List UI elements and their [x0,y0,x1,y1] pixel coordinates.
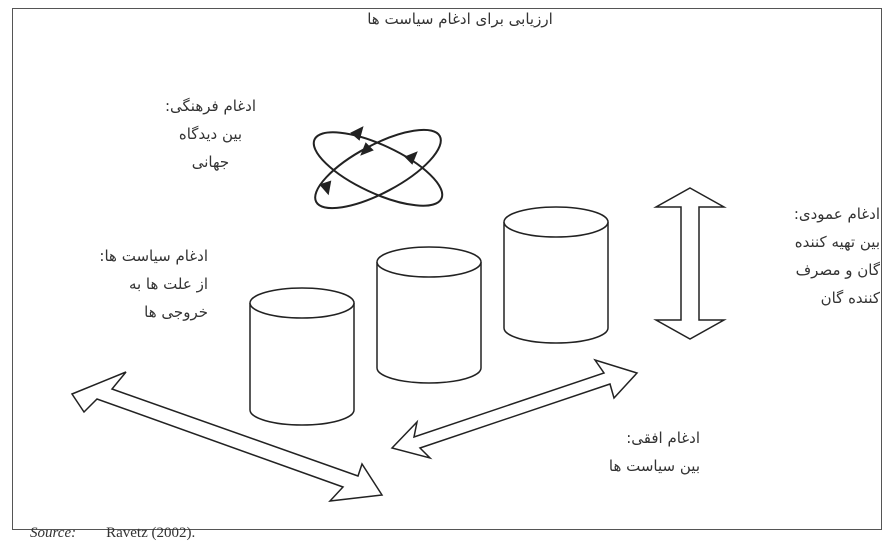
orbit-ellipse-2 [314,128,442,210]
figure-title: ارزیابی برای ادغام سیاست ها [367,10,553,28]
label-policy-integration: ادغام سیاست ها: از علت ها به خروجی ها [99,242,208,326]
label-policy-line-2: از علت ها به [128,275,208,293]
label-cultural-line-2: بین دیدگاه [178,125,243,143]
label-vertical-line-3: گان و مصرف [795,261,880,279]
label-cultural-line-3: جهانی [191,153,230,171]
label-policy-line-3: خروجی ها [144,303,208,321]
label-horizontal-line-1: ادغام افقی: [626,429,700,447]
policy-double-arrow [70,371,384,502]
label-horizontal-line-2: بین سیاست ها [608,457,700,475]
cylinder-right [503,206,609,344]
horizontal-double-arrow [390,358,639,460]
figure-frame [12,8,882,530]
orbit-ellipse-1 [312,131,444,207]
label-vertical-line-1: ادغام عمودی: [793,205,880,223]
orbit-arrowhead-1 [350,126,364,141]
orbit-arrowhead-3 [404,151,418,165]
label-policy-line-1: ادغام سیاست ها: [99,247,208,265]
label-vertical-integration: ادغام عمودی: بین تهیه کننده گان و مصرف ک… [730,200,880,312]
label-vertical-line-4: کننده گان [820,289,880,307]
cylinder-left [249,287,355,426]
label-horizontal-integration: ادغام افقی: بین سیاست ها [609,424,700,480]
vertical-double-arrow [653,187,727,340]
source-label: Source: [30,525,77,541]
orbit-arrowhead-4 [319,180,332,196]
label-cultural-integration: ادغام فرهنگی: بین دیدگاه جهانی [165,92,256,176]
cylinder-middle [376,246,482,384]
cylinders [249,206,609,426]
source-value: Ravetz (2002). [106,525,196,541]
source-citation: Source: Ravetz (2002). [30,525,195,542]
label-vertical-line-2: بین تهیه کننده [794,233,880,251]
label-cultural-line-1: ادغام فرهنگی: [164,97,256,115]
orbits-icon [312,126,444,210]
orbit-arrowhead-2 [360,142,374,156]
